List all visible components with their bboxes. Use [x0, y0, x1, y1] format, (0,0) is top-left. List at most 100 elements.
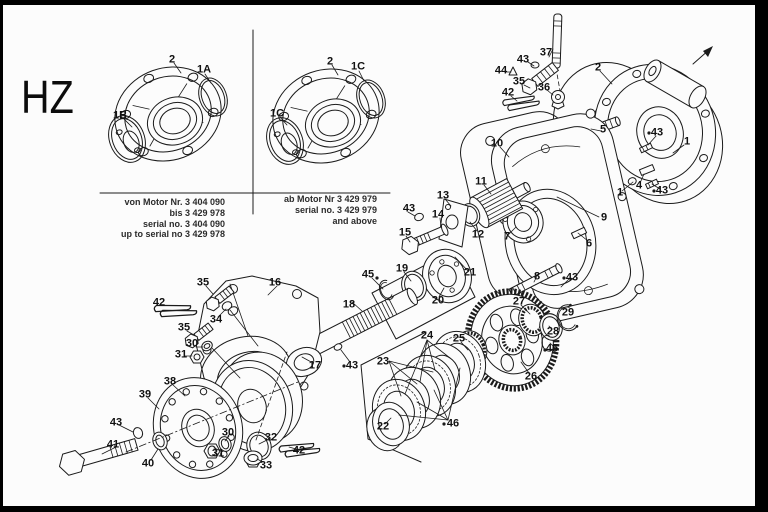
part-callout: 30 — [221, 426, 235, 439]
part-callout: 14 — [431, 208, 445, 221]
part-callout: 36 — [537, 81, 551, 94]
part-callout: 20 — [431, 294, 445, 307]
boss-17 — [285, 346, 323, 378]
part-callout: 1 — [683, 135, 691, 148]
circlip-45 — [378, 279, 394, 301]
part-callout: 12 — [471, 228, 485, 241]
brand-logo: HZ — [21, 71, 74, 123]
flange-39 — [152, 377, 244, 479]
part-callout: 42 — [152, 296, 166, 309]
breather-36 — [551, 90, 565, 110]
part-callout: 31 — [211, 447, 225, 460]
part-callout: 42 — [292, 444, 306, 457]
part-callout: 35 — [512, 75, 526, 88]
bushing-3 — [643, 59, 707, 109]
part-callout: 45 — [545, 342, 559, 355]
part-callout: 18 — [342, 298, 356, 311]
circlip-45b — [541, 334, 554, 352]
part-callout: 44 — [494, 64, 508, 77]
housing-group — [460, 108, 645, 322]
part-callout: 38 — [163, 375, 177, 388]
part-callout: 43 — [650, 126, 664, 139]
part-callout: 46 — [446, 417, 460, 430]
info-line: serial no. 3 429 979 — [294, 204, 377, 215]
part-callout: 8 — [533, 270, 541, 283]
part-callout: 9 — [600, 211, 608, 224]
part-callout: 31 — [174, 348, 188, 361]
part-callout: 4 — [635, 179, 643, 192]
part-callout: 28 — [546, 325, 560, 338]
part-callout: 19 — [395, 262, 409, 275]
part-callout: 34 — [209, 313, 223, 326]
part-callout: 11 — [475, 175, 487, 188]
bolt-35-top — [521, 62, 559, 96]
part-callout: 21 — [463, 266, 477, 279]
part-callout: 37 — [539, 46, 553, 59]
bolt-14-15 — [401, 223, 449, 256]
part-callout: 17 — [308, 359, 322, 372]
bearing-20 — [422, 248, 472, 304]
part-callout: 7 — [503, 230, 511, 243]
part-callout: 2 — [594, 61, 602, 74]
spacer-22 — [366, 401, 410, 452]
part-callout: 13 — [436, 189, 450, 202]
clutch-group — [360, 288, 579, 463]
fasteners-group — [152, 285, 321, 468]
info-line: bis 3 429 978 — [169, 207, 225, 218]
info-line: serial no. 3 404 090 — [142, 218, 225, 229]
part-callout: 1B — [112, 109, 128, 122]
part-callout: 25 — [452, 332, 466, 345]
part-callout: 35 — [177, 321, 191, 334]
section-divider-lines — [99, 29, 391, 215]
plug-33 — [243, 450, 263, 468]
part-callout: 33 — [259, 459, 273, 472]
leader-lines — [101, 48, 685, 463]
part-callout: 41 — [106, 438, 120, 451]
part-callout: 6 — [585, 237, 593, 250]
part-callout: 40 — [141, 457, 155, 470]
part-callout: 23 — [376, 355, 390, 368]
part-callout: 24 — [420, 329, 434, 342]
part-callout: 43 — [565, 271, 579, 284]
part-callout: 43 — [402, 202, 416, 215]
part-callout: 32 — [264, 431, 278, 444]
info-line: von Motor Nr. 3 404 090 — [124, 197, 225, 207]
part-callout: 16 — [268, 276, 282, 289]
gear-train-group — [401, 178, 531, 256]
part-callout: 29 — [561, 306, 575, 319]
part-callout: 1C — [350, 60, 366, 73]
part-callout: 5 — [599, 123, 607, 136]
part-callout: 43 — [109, 416, 123, 429]
info-line: ab Motor Nr 3 429 979 — [283, 194, 377, 204]
part-callout: 26 — [524, 370, 538, 383]
part-callout: 39 — [138, 388, 152, 401]
snap-ring-29 — [556, 303, 579, 332]
shaft-bearing-group — [302, 248, 476, 357]
part-callout: 43 — [655, 184, 669, 197]
part-callout: 2 — [168, 53, 176, 66]
part-callout: 42 — [501, 86, 515, 99]
part-callout: 43 — [516, 53, 530, 66]
part-callout: 27 — [512, 295, 526, 308]
ring-27 — [518, 303, 546, 337]
part-callout: 15 — [398, 226, 412, 239]
part-callout: 45 — [361, 268, 375, 281]
part-callout: 1C — [269, 107, 285, 120]
part-callout: 2 — [326, 55, 334, 68]
part-callout: 10 — [490, 137, 504, 150]
part-callout: 1A — [196, 63, 212, 76]
part-callout: 1 — [616, 186, 624, 199]
info-line: and above — [332, 215, 377, 226]
end-plate-group — [552, 46, 724, 204]
part-callout: 30 — [185, 337, 199, 350]
info-line: up to serial no 3 429 978 — [120, 229, 225, 240]
part-callout: 22 — [376, 420, 390, 433]
part-callout: 35 — [196, 276, 210, 289]
shaft-18 — [302, 287, 418, 357]
